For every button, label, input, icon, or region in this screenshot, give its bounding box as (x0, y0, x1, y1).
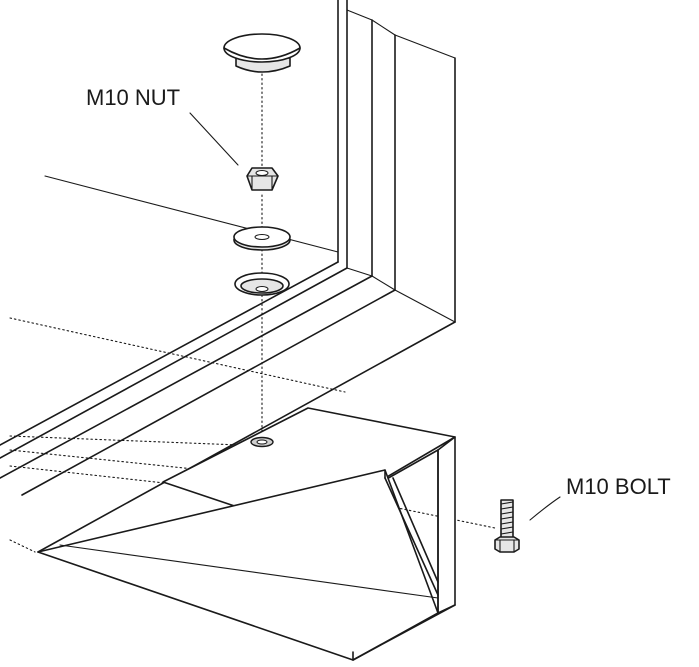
nut-leader-line (189, 112, 239, 166)
flat-washer-icon (233, 226, 291, 251)
nut-label: M10 NUT (86, 85, 180, 110)
frame-panel (0, 0, 456, 553)
bolt-label: M10 BOLT (566, 474, 671, 499)
channel-bracket (37, 407, 456, 661)
hex-bolt-icon (494, 499, 520, 553)
cup-washer-icon (234, 272, 290, 296)
hex-nut-icon (246, 167, 279, 191)
bolt-leader-line (529, 496, 561, 521)
cap-icon (223, 33, 301, 73)
